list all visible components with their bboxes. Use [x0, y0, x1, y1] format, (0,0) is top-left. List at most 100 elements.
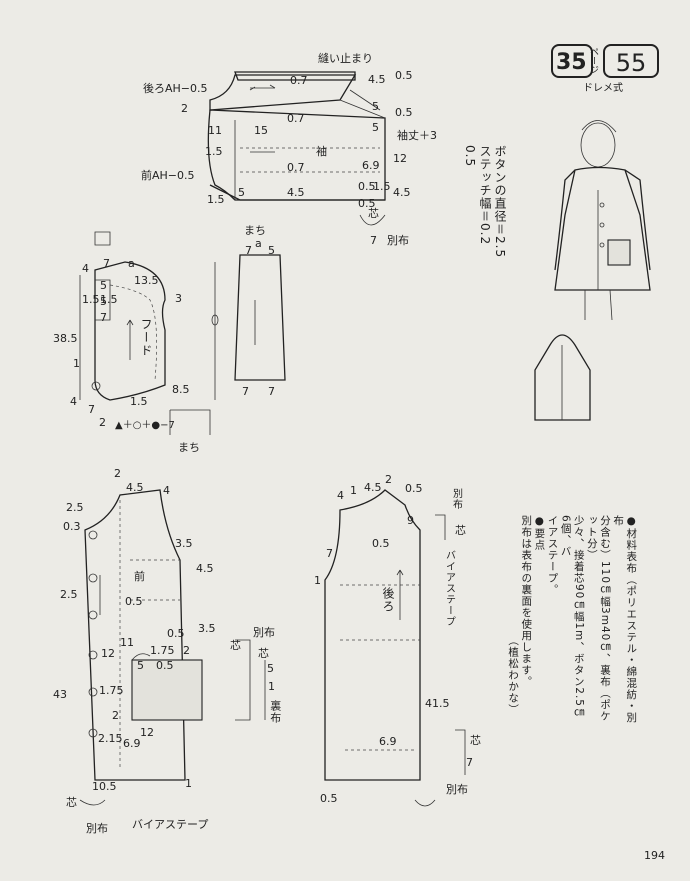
hood-label: 7: [100, 311, 107, 324]
hood-label: 7: [88, 403, 95, 416]
page-badge: 35 ページ 55 ドレメ式: [551, 44, 661, 94]
hood-label: 1: [73, 357, 80, 370]
back-label: 2: [385, 473, 392, 486]
hood-label: 8.5: [172, 383, 190, 396]
button-note-line: ボタンの直径＝2.5: [493, 145, 507, 259]
back-bias-label: バイアステープ: [443, 550, 455, 627]
front-lining-label: 裏布: [268, 700, 282, 724]
back-label: 9: [407, 514, 414, 527]
front-label: 11: [120, 636, 134, 649]
gusset-label: 7: [245, 244, 252, 257]
badge-page-box: 35: [551, 44, 593, 78]
hood-label: 4: [70, 395, 77, 408]
gusset-title: まち: [244, 224, 266, 237]
front-pattern: [79, 489, 436, 807]
front-label: 別布: [253, 626, 275, 639]
back-label: 4.5: [364, 481, 382, 494]
front-label: 10.5: [92, 780, 117, 793]
page-number: 194: [644, 849, 665, 862]
back-label: 1: [350, 484, 357, 497]
back-label: 芯: [455, 524, 466, 537]
front-label: 芯: [66, 796, 77, 809]
gusset-label: a: [255, 237, 262, 250]
hood-label: 13.5: [134, 274, 159, 287]
sleeve-label: 4.5: [368, 73, 386, 86]
front-label: 0.5: [156, 659, 174, 672]
coat-back-illustration: [534, 334, 591, 421]
front-label: 4: [163, 484, 170, 497]
front-label: 1: [268, 680, 275, 693]
sleeve-label: 別布: [387, 234, 409, 247]
materials-line: イアステープ。: [546, 515, 559, 596]
sleeve-label: 後ろAH−0.5: [143, 82, 208, 95]
gusset-pattern: [211, 254, 286, 400]
front-label: 芯: [230, 639, 241, 652]
sleeve-label: 袖丈＋3: [397, 129, 437, 142]
sleeve-pattern: [94, 71, 386, 246]
front-label: 芯: [258, 647, 269, 660]
sleeve-label: 1.5: [373, 180, 391, 193]
hood-label: 3: [175, 292, 182, 305]
sleeve-label: 0.7: [290, 74, 308, 87]
hood-label: 7: [103, 257, 110, 270]
coat-illustration: [554, 120, 651, 321]
front-label: 4.5: [196, 562, 214, 575]
badge-number-box: 55: [603, 44, 659, 78]
front-label: 2.15: [98, 732, 123, 745]
sleeve-label: 6.9: [362, 159, 380, 172]
front-label: 2: [183, 644, 190, 657]
sleeve-label: 12: [393, 152, 407, 165]
sleeve-label: 1.5: [205, 145, 223, 158]
back-label: 41.5: [425, 697, 450, 710]
sleeve-label: 11: [208, 124, 222, 137]
materials-line: 分含む）110㎝幅3m40㎝、裏布（ポケット分）: [585, 515, 611, 722]
button-note-line: ステッチ幅＝0.2: [478, 145, 492, 246]
button-note: ボタンの直径＝2.5 ステッチ幅＝0.2 0.5: [462, 145, 507, 275]
front-label: 5: [267, 662, 274, 675]
sleeve-label: 0.5: [358, 180, 376, 193]
sleeve-label: 0.5: [395, 69, 413, 82]
hood-piece-name: フード: [139, 318, 153, 357]
sleeve-label: 0.7: [287, 112, 305, 125]
sleeve-label: 4.5: [287, 186, 305, 199]
hood-label: まち: [178, 441, 200, 454]
front-label: 3.5: [198, 622, 216, 635]
credit: （植松わかな）: [507, 635, 520, 716]
badge-page-unit: ページ: [588, 47, 598, 74]
front-label: バイアステープ: [132, 818, 209, 831]
back-label: 6.9: [379, 735, 397, 748]
sleeve-label: 4.5: [393, 186, 411, 199]
back-label: 0.5: [405, 482, 423, 495]
front-label: 2.5: [60, 588, 78, 601]
back-piece-name: 後ろ: [381, 587, 395, 613]
materials-line: 表布（ポリエステル・綿混紡・別布: [612, 515, 638, 724]
back-label: 1: [314, 574, 321, 587]
back-label: 0.5: [372, 537, 390, 550]
back-label: 4: [337, 489, 344, 502]
back-label: 別布: [450, 488, 462, 510]
front-label: 6.9: [123, 737, 141, 750]
sleeve-label: 1.5: [207, 193, 225, 206]
materials-line: 少々、接着芯90㎝幅1m、ボタン2.5㎝6個、バ: [559, 515, 585, 719]
front-label: 0.5: [167, 627, 185, 640]
hood-label: 5: [100, 279, 107, 292]
button-note-line: 0.5: [463, 145, 477, 168]
hood-label: a: [128, 257, 135, 270]
sleeve-label: 5: [372, 100, 379, 113]
front-label: 12: [140, 726, 154, 739]
hood-label: 5: [100, 295, 107, 308]
front-label: 3.5: [175, 537, 193, 550]
sleeve-label: 7: [370, 234, 377, 247]
badge-style: ドレメ式: [583, 83, 623, 94]
points-heading: ●要点: [533, 515, 546, 551]
materials-heading: ●材料: [625, 515, 638, 551]
hood-label: 1.5: [130, 395, 148, 408]
sleeve-label: 縫い止まり: [318, 52, 373, 65]
front-label: 5: [137, 659, 144, 672]
front-label: 1.75: [150, 644, 175, 657]
sleeve-label: 5: [372, 121, 379, 134]
sleeve-label: 0.7: [287, 161, 305, 174]
back-label: 芯: [470, 734, 481, 747]
gusset-label: 7: [268, 385, 275, 398]
